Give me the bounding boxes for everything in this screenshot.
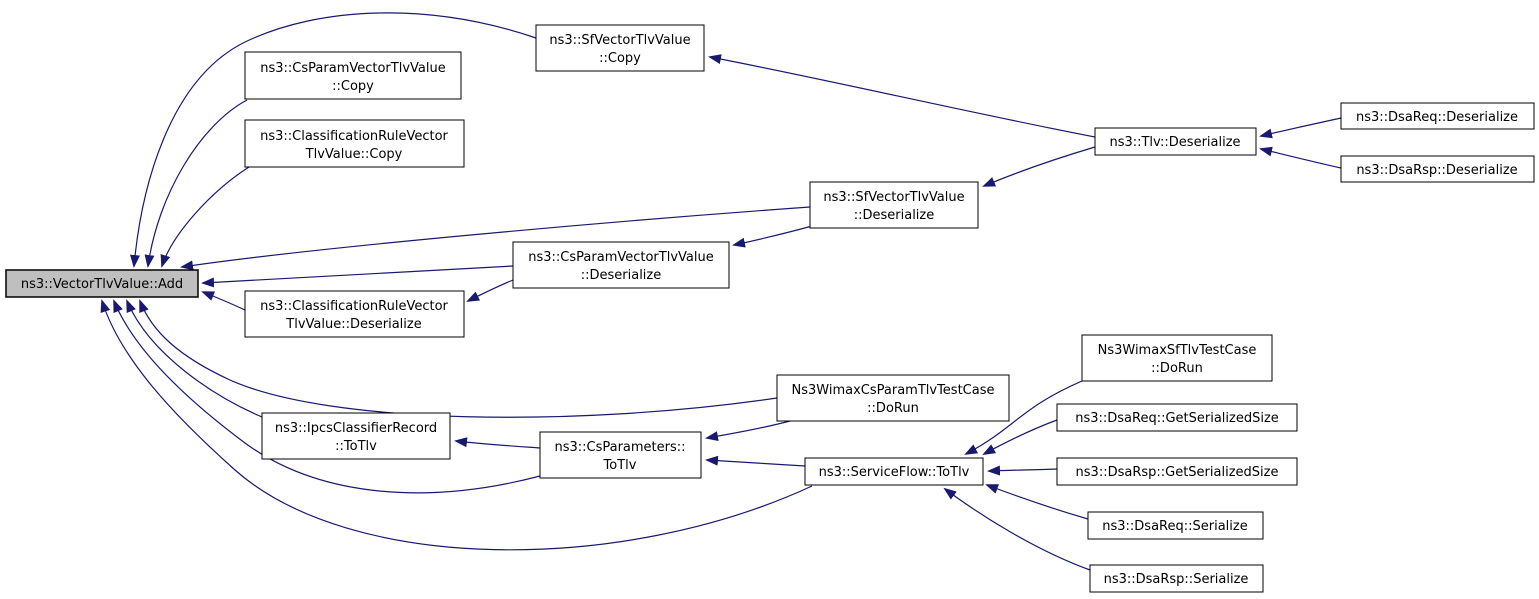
svg-text:ns3::SfVectorTlvValue: ns3::SfVectorTlvValue: [823, 190, 964, 205]
svg-text:::Copy: ::Copy: [332, 79, 374, 94]
svg-text:Ns3WimaxSfTlvTestCase: Ns3WimaxSfTlvTestCase: [1098, 343, 1257, 358]
svg-text:ns3::DsaReq::Serialize: ns3::DsaReq::Serialize: [1102, 519, 1247, 534]
svg-text:ns3::ClassificationRuleVector: ns3::ClassificationRuleVector: [260, 299, 448, 314]
svg-text:::DoRun: ::DoRun: [1151, 361, 1203, 376]
node-dsa-req-deserialize[interactable]: ns3::DsaReq::Deserialize: [1340, 102, 1535, 130]
svg-text:ns3::DsaReq::Deserialize: ns3::DsaReq::Deserialize: [1356, 110, 1518, 125]
svg-text:ns3::IpcsClassifierRecord: ns3::IpcsClassifierRecord: [275, 421, 437, 436]
node-vector-tlv-value-add: ns3::VectorTlvValue::Add: [5, 269, 199, 298]
node-ipcs-classifier-record-to-tlv[interactable]: ns3::IpcsClassifierRecord ::ToTlv: [261, 412, 451, 460]
svg-text:ns3::DsaReq::GetSerializedSize: ns3::DsaReq::GetSerializedSize: [1075, 411, 1279, 426]
edge-csparamvectortlvvalue-deserialize-to-add: [201, 265, 514, 288]
edge-ns3wimaxcsparamtlvtestcase-dorun-to-add: [139, 299, 778, 418]
edge-tlv-deserialize-to-sfvectortlvvalue-deserialize: [982, 146, 1096, 187]
edge-serviceflow-totlv-to-add: [100, 299, 813, 551]
node-dsa-rsp-serialize[interactable]: ns3::DsaRsp::Serialize: [1089, 564, 1264, 593]
edge-ns3wimaxsftlvtestcase-dorun-to-serviceflow-totlv: [964, 380, 1083, 455]
node-sf-vector-tlv-value-deserialize[interactable]: ns3::SfVectorTlvValue ::Deserialize: [809, 181, 979, 229]
svg-text:ns3::CsParameters::: ns3::CsParameters::: [554, 440, 685, 455]
svg-text:ns3::CsParamVectorTlvValue: ns3::CsParamVectorTlvValue: [528, 250, 713, 265]
node-cs-param-vector-tlv-value-copy[interactable]: ns3::CsParamVectorTlvValue ::Copy: [244, 51, 462, 100]
node-ns3-wimax-cs-param-tlv-test-case-do-run[interactable]: Ns3WimaxCsParamTlvTestCase ::DoRun: [776, 374, 1010, 422]
svg-text:ns3::CsParamVectorTlvValue: ns3::CsParamVectorTlvValue: [260, 61, 445, 76]
svg-text:ns3::DsaRsp::GetSerializedSize: ns3::DsaRsp::GetSerializedSize: [1076, 465, 1279, 480]
node-sf-vector-tlv-value-copy[interactable]: ns3::SfVectorTlvValue ::Copy: [535, 24, 705, 72]
node-ns3-wimax-sf-tlv-test-case-do-run[interactable]: Ns3WimaxSfTlvTestCase ::DoRun: [1081, 334, 1273, 382]
node-service-flow-to-tlv[interactable]: ns3::ServiceFlow::ToTlv: [804, 457, 984, 486]
svg-text:TlvValue::Deserialize: TlvValue::Deserialize: [285, 317, 421, 332]
svg-text:ns3::ClassificationRuleVector: ns3::ClassificationRuleVector: [260, 129, 448, 144]
edge-serviceflow-totlv-to-csparameters-totlv: [705, 455, 806, 467]
svg-text:::Deserialize: ::Deserialize: [854, 208, 935, 223]
svg-text:ns3::DsaRsp::Serialize: ns3::DsaRsp::Serialize: [1104, 572, 1249, 587]
edge-dsareq-deserialize-to-tlv-deserialize: [1259, 117, 1342, 139]
svg-text:ns3::ServiceFlow::ToTlv: ns3::ServiceFlow::ToTlv: [819, 465, 970, 480]
edge-dsarsp-getserializedsize-to-serviceflow-totlv: [987, 465, 1058, 476]
node-cs-parameters-to-tlv[interactable]: ns3::CsParameters:: ToTlv: [539, 431, 702, 479]
edge-csparamvectortlvvalue-deserialize-to-classificationrulevectortlvvalue-deserialize: [466, 279, 514, 302]
svg-text:ns3::DsaRsp::Deserialize: ns3::DsaRsp::Deserialize: [1356, 163, 1517, 178]
edge-dsareq-getserializedsize-to-serviceflow-totlv: [982, 419, 1058, 455]
edge-dsarsp-deserialize-to-tlv-deserialize: [1259, 146, 1342, 169]
node-dsa-rsp-get-serialized-size[interactable]: ns3::DsaRsp::GetSerializedSize: [1056, 457, 1298, 486]
node-cs-param-vector-tlv-value-deserialize[interactable]: ns3::CsParamVectorTlvValue ::Deserialize: [512, 241, 730, 289]
edge-dsareq-serialize-to-serviceflow-totlv: [985, 484, 1089, 520]
svg-text:ToTlv: ToTlv: [603, 458, 637, 473]
node-dsa-req-get-serialized-size[interactable]: ns3::DsaReq::GetSerializedSize: [1056, 403, 1298, 432]
svg-text:::ToTlv: ::ToTlv: [335, 439, 377, 454]
svg-text:ns3::SfVectorTlvValue: ns3::SfVectorTlvValue: [549, 33, 690, 48]
edge-sfvectortlvvalue-deserialize-to-csparamvectortlvvalue-deserialize: [732, 225, 813, 248]
edge-sfvectortlvvalue-copy-to-add: [130, 12, 537, 268]
edge-csparamvectortlvvalue-copy-to-add: [144, 99, 248, 268]
svg-text:::DoRun: ::DoRun: [867, 401, 919, 416]
svg-text:TlvValue::Copy: TlvValue::Copy: [305, 147, 403, 162]
svg-text:Ns3WimaxCsParamTlvTestCase: Ns3WimaxCsParamTlvTestCase: [792, 383, 995, 398]
node-dsa-req-serialize[interactable]: ns3::DsaReq::Serialize: [1087, 511, 1264, 540]
node-classification-rule-vector-tlv-value-copy[interactable]: ns3::ClassificationRuleVector TlvValue::…: [244, 119, 465, 168]
node-tlv-deserialize[interactable]: ns3::Tlv::Deserialize: [1094, 127, 1257, 156]
edge-ipcsclassifierrecord-totlv-to-add: [126, 299, 263, 418]
edge-classificationrulevectortlvvalue-deserialize-to-add: [201, 291, 246, 311]
edge-csparameters-totlv-to-ipcsclassifierrecord-totlv: [454, 437, 541, 449]
edge-classificationrulevectortlvvalue-copy-to-add: [160, 166, 250, 268]
edge-tlv-deserialize-to-sfvectortlvvalue-copy: [708, 54, 1096, 138]
svg-text:ns3::Tlv::Deserialize: ns3::Tlv::Deserialize: [1109, 135, 1240, 150]
svg-text:::Copy: ::Copy: [599, 51, 641, 66]
edge-group: [100, 12, 1342, 571]
svg-text:ns3::VectorTlvValue::Add: ns3::VectorTlvValue::Add: [21, 277, 183, 292]
node-classification-rule-vector-tlv-value-deserialize[interactable]: ns3::ClassificationRuleVector TlvValue::…: [244, 290, 465, 338]
node-dsa-rsp-deserialize[interactable]: ns3::DsaRsp::Deserialize: [1340, 155, 1535, 183]
edge-ns3wimaxcsparamtlvtestcase-dorun-to-csparameters-totlv: [705, 420, 791, 442]
edge-csparameters-totlv-to-add: [113, 299, 541, 494]
edge-sfvectortlvvalue-deserialize-to-add: [180, 206, 811, 271]
edge-dsarsp-serialize-to-serviceflow-totlv: [943, 487, 1091, 571]
svg-text:::Deserialize: ::Deserialize: [581, 268, 662, 283]
